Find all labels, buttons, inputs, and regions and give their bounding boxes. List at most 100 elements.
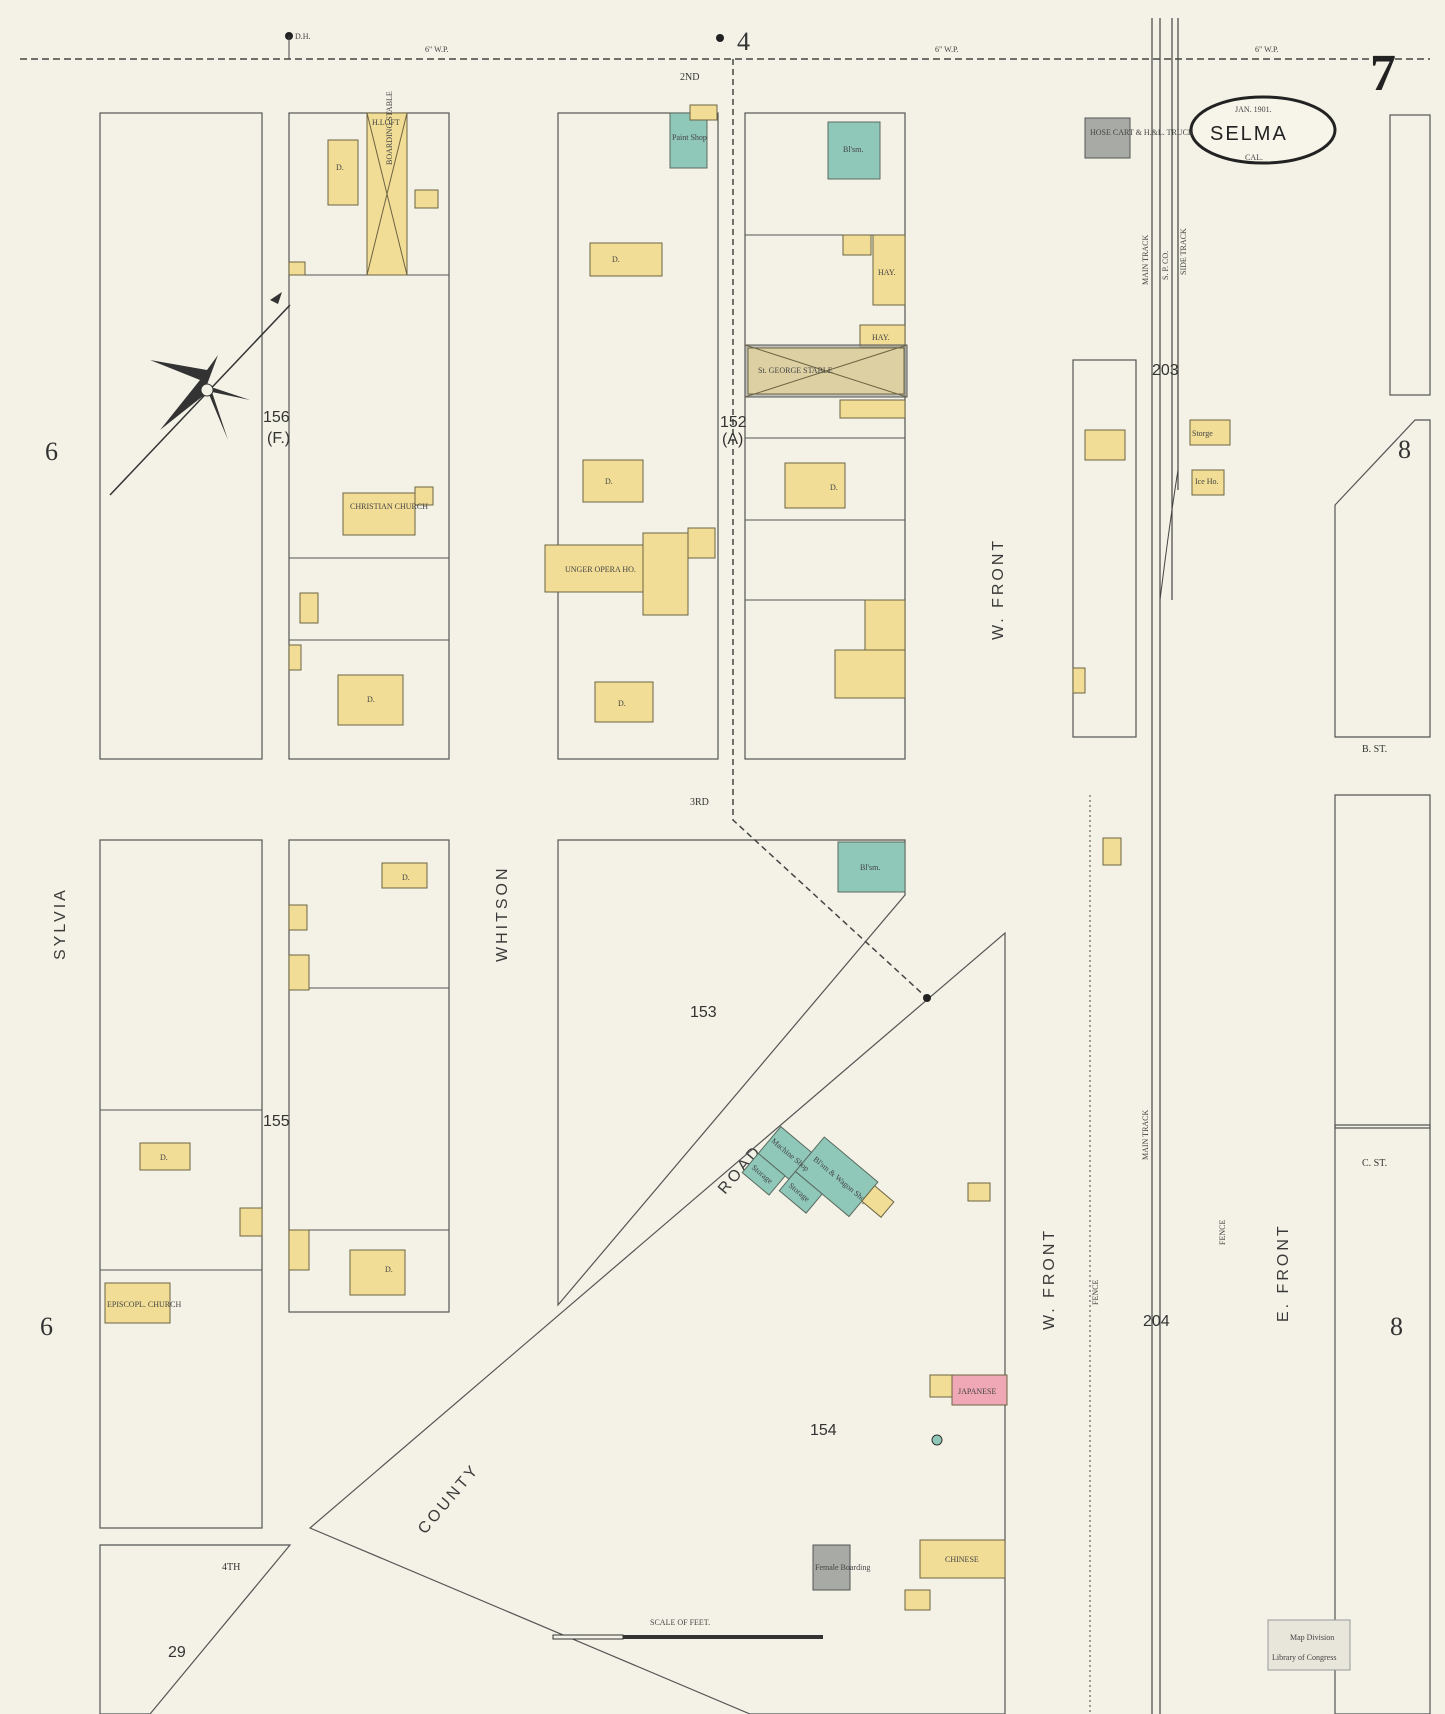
block-num-153: 153 [690, 1004, 717, 1021]
hay-label-1: HAY. [878, 268, 896, 277]
library-stamp-text: Library of Congress [1272, 1653, 1336, 1662]
block-num-156: 156 [263, 409, 290, 426]
female-boarding-label: Female Boarding [815, 1563, 870, 1572]
block-num-204: 204 [1143, 1313, 1170, 1330]
hay-loft-label: H.LOFT [372, 118, 400, 127]
dwelling [381, 862, 428, 889]
water-tank-icon [931, 1434, 943, 1446]
block-num-203: 203 [1152, 362, 1179, 379]
episcopal-church-label: EPISCOPL. CHURCH [107, 1300, 181, 1309]
stable-cross [744, 344, 908, 398]
street-3rd: 3RD [690, 797, 709, 808]
scale-bar-segment [552, 1634, 624, 1640]
block-num-152: 152 [720, 414, 747, 431]
street-w-front-lower: W. FRONT [1041, 1228, 1058, 1330]
paint-shop-label: Paint Shop [672, 133, 707, 142]
dwelling-label: D. [336, 163, 344, 172]
shed [288, 1229, 310, 1271]
shed [299, 592, 319, 624]
block-152-west [557, 112, 719, 760]
adjacent-sheet-right-top: 8 [1398, 435, 1411, 464]
sp-co-label: S. P. CO. [1161, 251, 1170, 280]
fence-label: FENCE [1091, 1280, 1100, 1305]
street-w-front-upper: W. FRONT [990, 538, 1007, 640]
hydrant-label: D.H. [295, 32, 311, 41]
dwelling-label: D. [160, 1153, 168, 1162]
hose-cart-label: HOSE CART & H.&L. TRUCK [1090, 128, 1194, 137]
christian-church-building [342, 492, 416, 536]
adjacent-sheet-left-top: 6 [45, 437, 58, 466]
rr-shed [1102, 837, 1122, 866]
block-203-strip [1072, 359, 1137, 738]
blacksmith-label: Bl'sm. [843, 145, 863, 154]
sheet-number: 7 [1370, 45, 1396, 102]
hose-cart-house [1084, 117, 1131, 159]
shed [967, 1182, 991, 1202]
library-stamp [1267, 1619, 1351, 1671]
boarding-stable-label: BOARDING STABLE [385, 91, 394, 165]
stable-cross [366, 112, 408, 276]
fence-label-2: FENCE [1218, 1220, 1227, 1245]
block-num-f: (F.) [267, 430, 290, 447]
st-george-stable-label: St. GEORGE STABLE [758, 366, 833, 375]
block-right-lower [1334, 1124, 1431, 1714]
water-pipe-label-2: 6" W.P. [935, 45, 959, 54]
library-stamp-map-div: Map Division [1290, 1633, 1334, 1642]
street-b: B. ST. [1362, 744, 1387, 755]
dwelling-label: D. [618, 699, 626, 708]
water-pipe-label-1: 6" W.P. [425, 45, 449, 54]
storage-2 [741, 1152, 786, 1196]
block-num-155: 155 [263, 1113, 290, 1130]
unger-opera-building [544, 544, 646, 593]
rr-storage-label: Storge [1192, 429, 1213, 438]
street-c: C. ST. [1362, 1158, 1387, 1169]
rr-dwelling [1084, 429, 1126, 461]
title-state: CAL. [1245, 153, 1263, 162]
blacksmith-label-2: Bl'sm. [860, 863, 880, 872]
outbuilding [834, 649, 906, 699]
adjacent-sheet-right-bottom: 8 [1390, 1312, 1403, 1341]
shed [288, 954, 310, 991]
dwelling-label: D. [385, 1265, 393, 1274]
dwelling [139, 1142, 191, 1171]
block-sylvia-upper [99, 112, 263, 760]
street-4th: 4TH [222, 1562, 240, 1573]
hydrant-marker-3 [923, 994, 931, 1002]
opera-stage [642, 532, 689, 616]
dwelling-label: D. [830, 483, 838, 492]
blacksmith-building [827, 121, 881, 180]
scale-label: SCALE OF FEET. [650, 1618, 710, 1627]
shed [1072, 667, 1086, 694]
main-track-label-2: MAIN TRACK [1141, 1109, 1150, 1160]
shed [842, 234, 872, 256]
storage-1 [778, 1170, 823, 1214]
block-sylvia-lower [99, 839, 263, 1529]
blacksmith-wagon-complex: Bl'sm & Wagon Shop Machine Shop Storage … [741, 1125, 895, 1218]
paint-shop-building [669, 112, 708, 169]
japanese-building [951, 1374, 1008, 1406]
blacksmith-building-2 [837, 841, 906, 893]
street-whitson: WHITSON [494, 865, 511, 962]
scale-bar [553, 1635, 823, 1639]
block-right-edge [1389, 114, 1431, 396]
hydrant-marker-2 [716, 34, 724, 42]
japanese-label: JAPANESE [958, 1387, 996, 1396]
female-boarding-building [812, 1544, 851, 1591]
rr-storage-building [1189, 419, 1231, 446]
ice-house-label: Ice Ho. [1195, 477, 1219, 486]
dwelling-label: D. [605, 477, 613, 486]
dwelling [349, 1249, 406, 1296]
block-154 [308, 931, 1006, 1714]
episcopal-church-building [104, 1282, 171, 1324]
title-city: SELMA [1210, 123, 1288, 145]
dwelling-label: D. [402, 873, 410, 882]
block-num-a: (A) [722, 431, 743, 448]
block-29 [99, 1544, 292, 1714]
dwelling [784, 462, 846, 509]
dwelling-label: D. [612, 255, 620, 264]
street-sylvia: SYLVIA [52, 887, 69, 960]
japanese-annex [929, 1374, 953, 1398]
block-152-east [744, 112, 906, 760]
dwelling [589, 242, 663, 277]
